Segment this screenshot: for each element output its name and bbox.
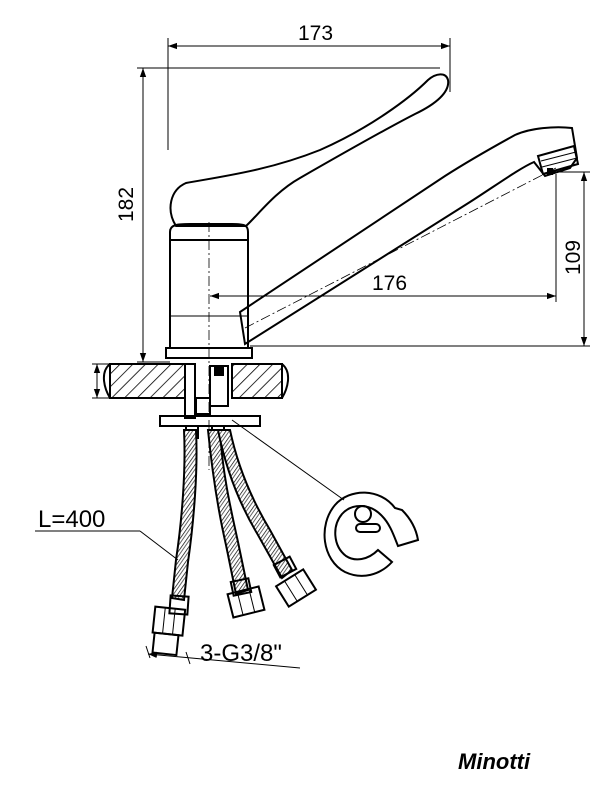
thread-connection-label: 3-G3/8" — [200, 640, 282, 667]
horseshoe-washer — [323, 491, 420, 577]
aerator — [536, 144, 580, 176]
dimension-spout-height: 109 — [250, 171, 590, 347]
spout — [238, 126, 579, 346]
hose-nut-right — [274, 567, 318, 609]
cartridge-cap — [169, 223, 249, 241]
dimension-reach-label: 176 — [372, 272, 407, 295]
faucet-base — [165, 347, 253, 359]
dimension-spout-height-label: 109 — [562, 240, 585, 275]
hose-nut-middle — [226, 585, 266, 619]
dimension-height-label: 182 — [115, 187, 138, 222]
faucet-body — [165, 73, 580, 470]
hose-length-callout: L=400 — [35, 506, 179, 561]
countertop-section — [92, 363, 289, 399]
lever-handle — [169, 73, 450, 227]
flexible-hoses — [151, 429, 318, 657]
brand-logo: Minotti — [458, 749, 531, 774]
thread-connection-callout: 3-G3/8" — [145, 640, 301, 669]
hose-nut-left — [151, 605, 187, 657]
mounting-plate — [159, 415, 261, 427]
hose-left — [170, 429, 198, 602]
dimension-width: 173 — [167, 22, 451, 150]
dimension-reach: 176 — [210, 174, 557, 302]
hose-right — [216, 429, 294, 580]
dimension-height: 182 — [115, 67, 440, 363]
hose-length-label: L=400 — [38, 506, 105, 533]
dimension-width-label: 173 — [298, 22, 333, 45]
horseshoe-washer-detail — [231, 419, 420, 577]
